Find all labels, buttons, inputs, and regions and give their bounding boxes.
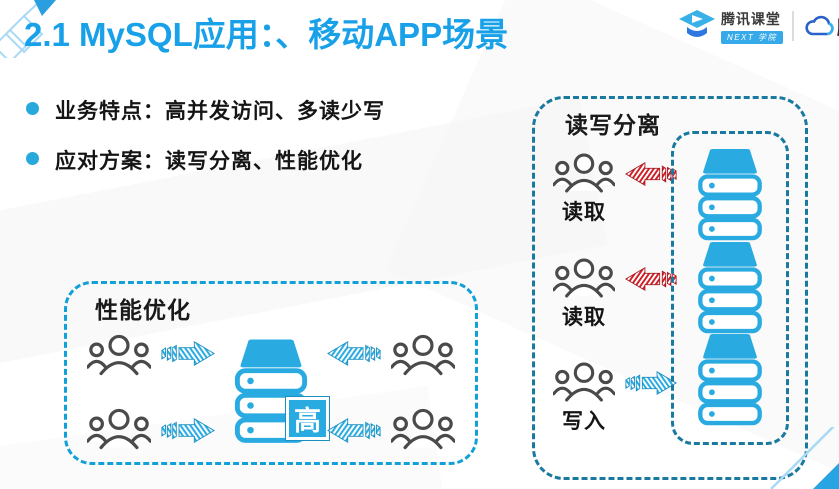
read-row: 读取 (543, 258, 679, 331)
performance-box-label: 性能优化 (95, 297, 191, 323)
brand-logo: 腾讯课堂 NEXT 学院 腾 (677, 4, 839, 48)
bullet-list: 业务特点：高并发访问、多读少写 应对方案：读写分离、性能优化 (26, 95, 385, 195)
bullet-item: 业务特点：高并发访问、多读少写 (26, 95, 385, 125)
striped-arrow-left-icon (327, 416, 381, 445)
performance-diagram: 高 (87, 334, 455, 450)
brand-name: 腾讯课堂 (720, 10, 781, 27)
brand-badge: NEXT 学院 (720, 30, 783, 44)
server-stack-icon (693, 334, 767, 427)
write-row: 写入 (543, 362, 679, 435)
write-arrows-left (161, 334, 215, 450)
logo-divider (792, 11, 794, 41)
read-arrow-left-icon (625, 265, 677, 293)
write-arrows-right (327, 334, 381, 450)
database-server: 高 (225, 334, 329, 450)
client-actor: 读取 (543, 153, 625, 226)
server-cluster-box (671, 131, 789, 445)
users-group-icon (553, 258, 615, 298)
read-row: 读取 (543, 153, 679, 226)
server-stack-icon (693, 242, 767, 335)
bullet-dot-icon (26, 152, 39, 165)
server-stack-icon (693, 149, 767, 242)
users-group-icon (87, 408, 151, 450)
action-label: 读取 (562, 201, 606, 224)
classroom-cap-icon (678, 10, 715, 37)
clipped-partner-text: 腾 (837, 13, 839, 40)
bullet-text: 应对方案：读写分离、性能优化 (55, 150, 363, 173)
read-write-box-label: 读写分离 (565, 112, 661, 138)
striped-arrow-left-icon (327, 339, 381, 368)
bullet-text: 业务特点：高并发访问、多读少写 (55, 100, 385, 123)
clients-left-column (87, 334, 151, 450)
users-group-icon (391, 334, 455, 376)
performance-optimization-box: 性能优化 高 (64, 281, 478, 465)
striped-arrow-right-icon (161, 416, 215, 445)
read-arrow-left-icon (625, 160, 677, 188)
cloud-icon (805, 15, 834, 36)
users-group-icon (553, 153, 615, 193)
page-title: 2.1 MySQL应用：、移动APP场景 (24, 16, 509, 53)
action-label: 读取 (562, 305, 606, 329)
users-group-icon (87, 334, 151, 376)
clients-right-column (391, 334, 455, 450)
striped-arrow-right-icon (161, 339, 215, 368)
client-actor: 读取 (543, 258, 625, 331)
corner-triangle-decoration (770, 427, 839, 489)
action-label: 写入 (562, 410, 606, 433)
client-actor: 写入 (543, 362, 625, 435)
corner-diamond-decoration (0, 0, 56, 58)
high-performance-badge: 高 (286, 397, 329, 440)
bullet-dot-icon (26, 102, 39, 115)
read-write-rows: 读取 读取 写入 (543, 153, 679, 435)
users-group-icon (391, 408, 455, 450)
write-arrow-right-icon (625, 369, 677, 397)
read-write-separation-box: 读写分离 读取 读取 写入 (532, 96, 808, 480)
users-group-icon (553, 362, 615, 402)
bullet-item: 应对方案：读写分离、性能优化 (26, 145, 385, 175)
